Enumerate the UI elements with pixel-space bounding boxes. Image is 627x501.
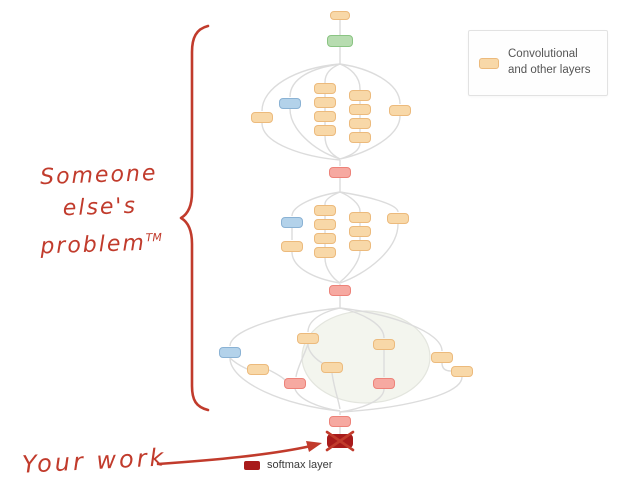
conv-layer-node [314, 246, 336, 258]
conv-layer-node [314, 124, 336, 136]
conv-layer-swatch-icon [479, 57, 499, 69]
pool-layer-node [219, 346, 241, 358]
input-layer-node [327, 35, 353, 47]
conv-layer-node [314, 204, 336, 216]
conv-layer-node [349, 117, 371, 129]
label-line-1: Someone [39, 160, 158, 191]
softmax-swatch-icon [244, 460, 260, 470]
softmax-caption: softmax layer [244, 459, 332, 471]
conv-layer-node [451, 365, 473, 377]
conv-layer-node [314, 110, 336, 122]
concat-layer-node [329, 166, 351, 178]
concat-layer-node [329, 284, 351, 296]
tm-superscript: TM [145, 230, 163, 245]
conv-layer-node [349, 89, 371, 101]
softmax-layer-node [327, 434, 353, 448]
conv-layer-node [314, 232, 336, 244]
conv-layer-node [349, 103, 371, 115]
conv-layer-node [431, 351, 453, 363]
conv-layer-node [314, 82, 336, 94]
legend-box: Convolutional and other layers [468, 30, 608, 96]
conv-layer-node [281, 240, 303, 252]
conv-layer-node [247, 363, 269, 375]
conv-layer-node [349, 131, 371, 143]
concat-layer-node [284, 377, 306, 389]
conv-layer-node [297, 332, 319, 344]
legend-label: Convolutional and other layers [508, 48, 591, 76]
conv-layer-node [349, 211, 371, 223]
conv-layer-node [349, 225, 371, 237]
conv-layer-node [389, 104, 411, 116]
conv-layer-node [387, 212, 409, 224]
someone-elses-problem-label: Someone else's problemTM [16, 157, 183, 264]
conv-layer-node [321, 361, 343, 373]
label-line-3: problemTM [39, 230, 163, 260]
conv-layer-node [314, 218, 336, 230]
concat-layer-node [373, 377, 395, 389]
pool-layer-node [281, 216, 303, 228]
conv-layer-node [314, 96, 336, 108]
softmax-caption-label: softmax layer [267, 459, 333, 471]
conv-layer-node [349, 239, 371, 251]
conv-layer-node [251, 111, 273, 123]
pool-layer-node [279, 97, 301, 109]
conv-layer-node [373, 338, 395, 350]
conv-layer-node [330, 10, 350, 20]
concat-layer-node [329, 415, 351, 427]
